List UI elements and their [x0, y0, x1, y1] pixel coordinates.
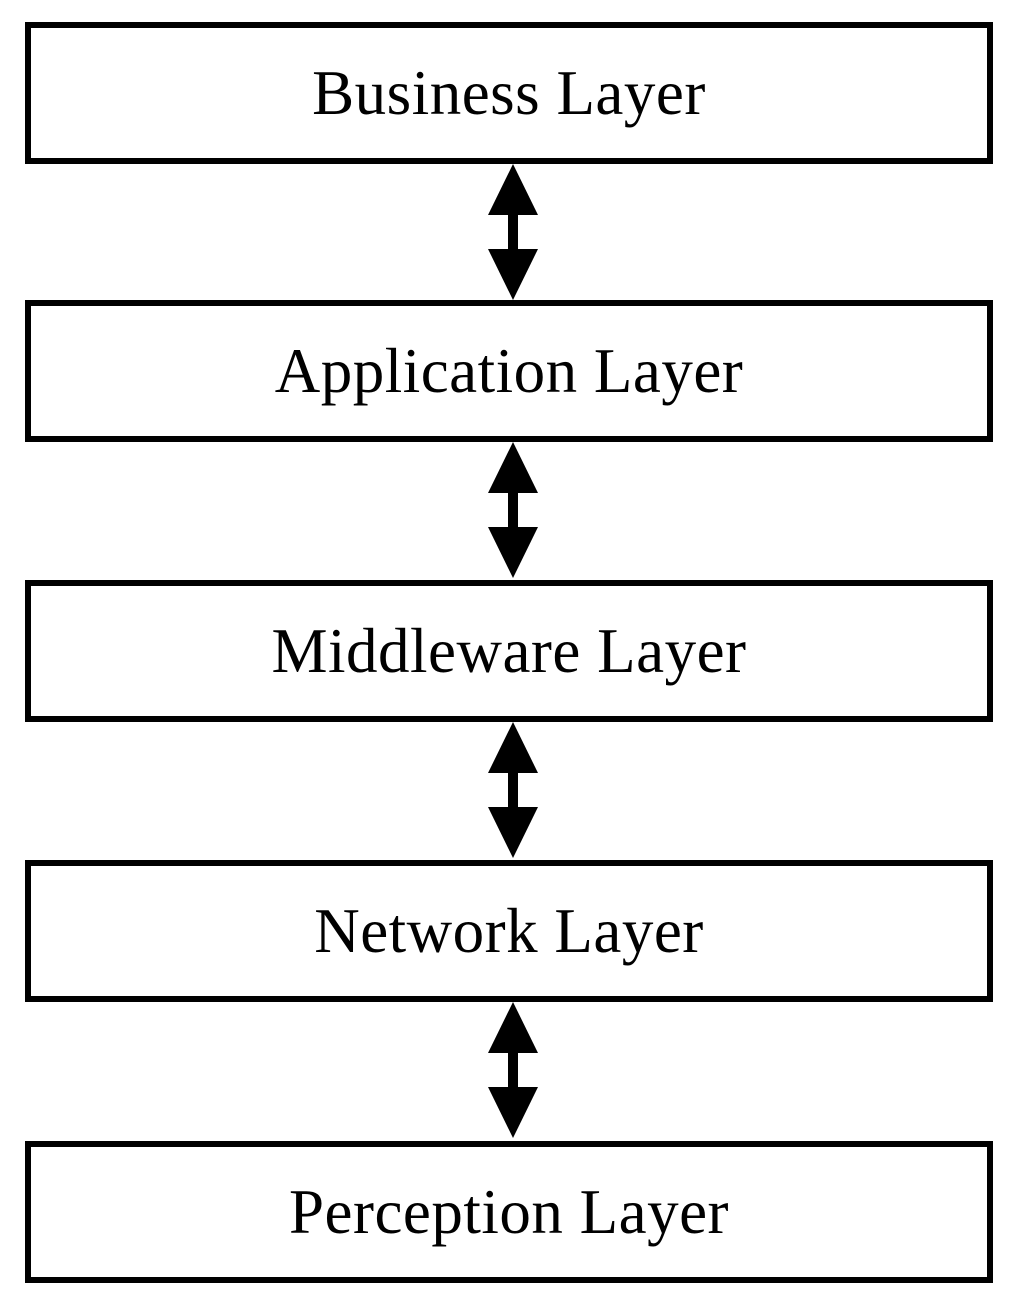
- double-headed-vertical-arrow-icon-2: [488, 442, 538, 578]
- layer-box-middleware: Middleware Layer: [25, 580, 993, 722]
- layer-box-network: Network Layer: [25, 860, 993, 1002]
- layer-label-perception: Perception Layer: [288, 1176, 730, 1247]
- layer-box-application: Application Layer: [25, 300, 993, 442]
- layer-label-middleware: Middleware Layer: [271, 615, 747, 686]
- layer-label-network: Network Layer: [314, 895, 704, 966]
- double-headed-vertical-arrow-icon-1: [488, 164, 538, 300]
- double-headed-vertical-arrow-icon-3: [488, 722, 538, 858]
- layer-box-business: Business Layer: [25, 22, 993, 164]
- layer-label-application: Application Layer: [274, 335, 744, 406]
- double-headed-vertical-arrow-icon-4: [488, 1002, 538, 1138]
- layer-label-business: Business Layer: [312, 57, 706, 128]
- layer-box-perception: Perception Layer: [25, 1141, 993, 1283]
